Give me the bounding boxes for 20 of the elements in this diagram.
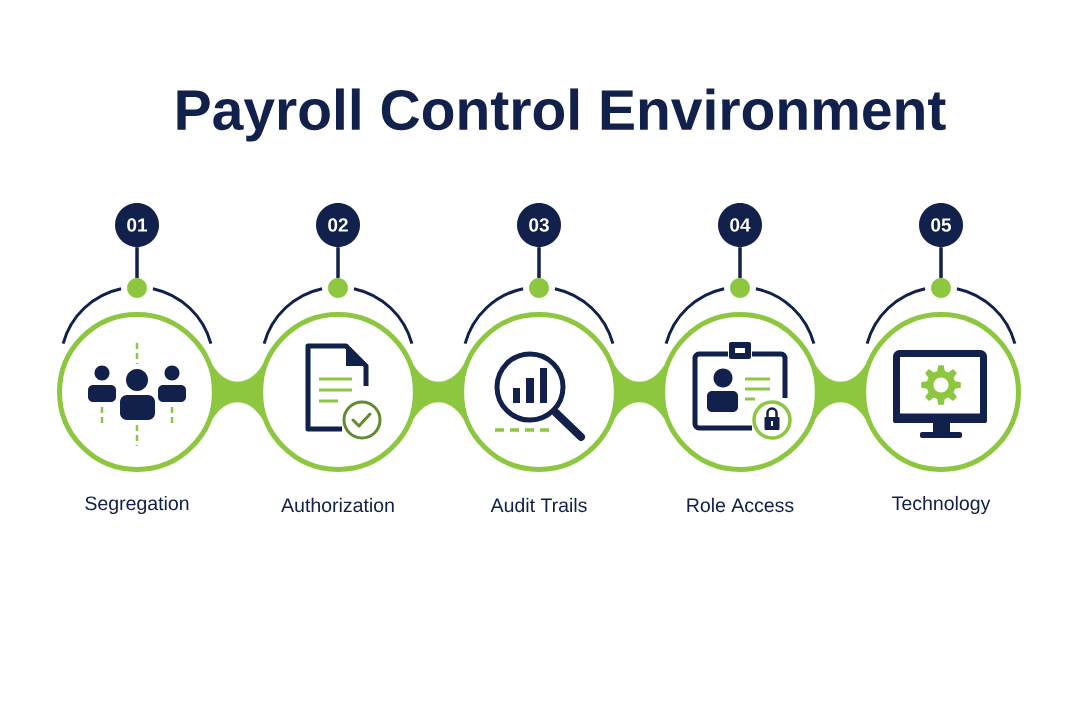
connector-band	[814, 364, 867, 420]
connector-band	[412, 364, 465, 420]
step-label: Segregation	[85, 495, 189, 515]
step-label: Role Access	[687, 497, 794, 513]
number-badge: 03	[517, 203, 561, 247]
number-badge: 02	[316, 203, 360, 247]
step-label: Audit Trails	[490, 497, 587, 513]
number-badge: 01	[115, 203, 159, 247]
connector-band	[613, 364, 666, 420]
step-label: Technology	[892, 495, 991, 515]
step-label: Authorization	[281, 497, 394, 513]
connector-band	[211, 364, 264, 420]
connector-line	[328, 247, 348, 298]
connector-line	[529, 247, 549, 298]
connector-line	[730, 247, 750, 298]
connector-line	[127, 247, 147, 298]
number-badge: 05	[919, 203, 963, 247]
connector-line	[931, 247, 951, 298]
number-badge: 04	[718, 203, 762, 247]
title: Payroll Control Environment	[177, 88, 946, 142]
